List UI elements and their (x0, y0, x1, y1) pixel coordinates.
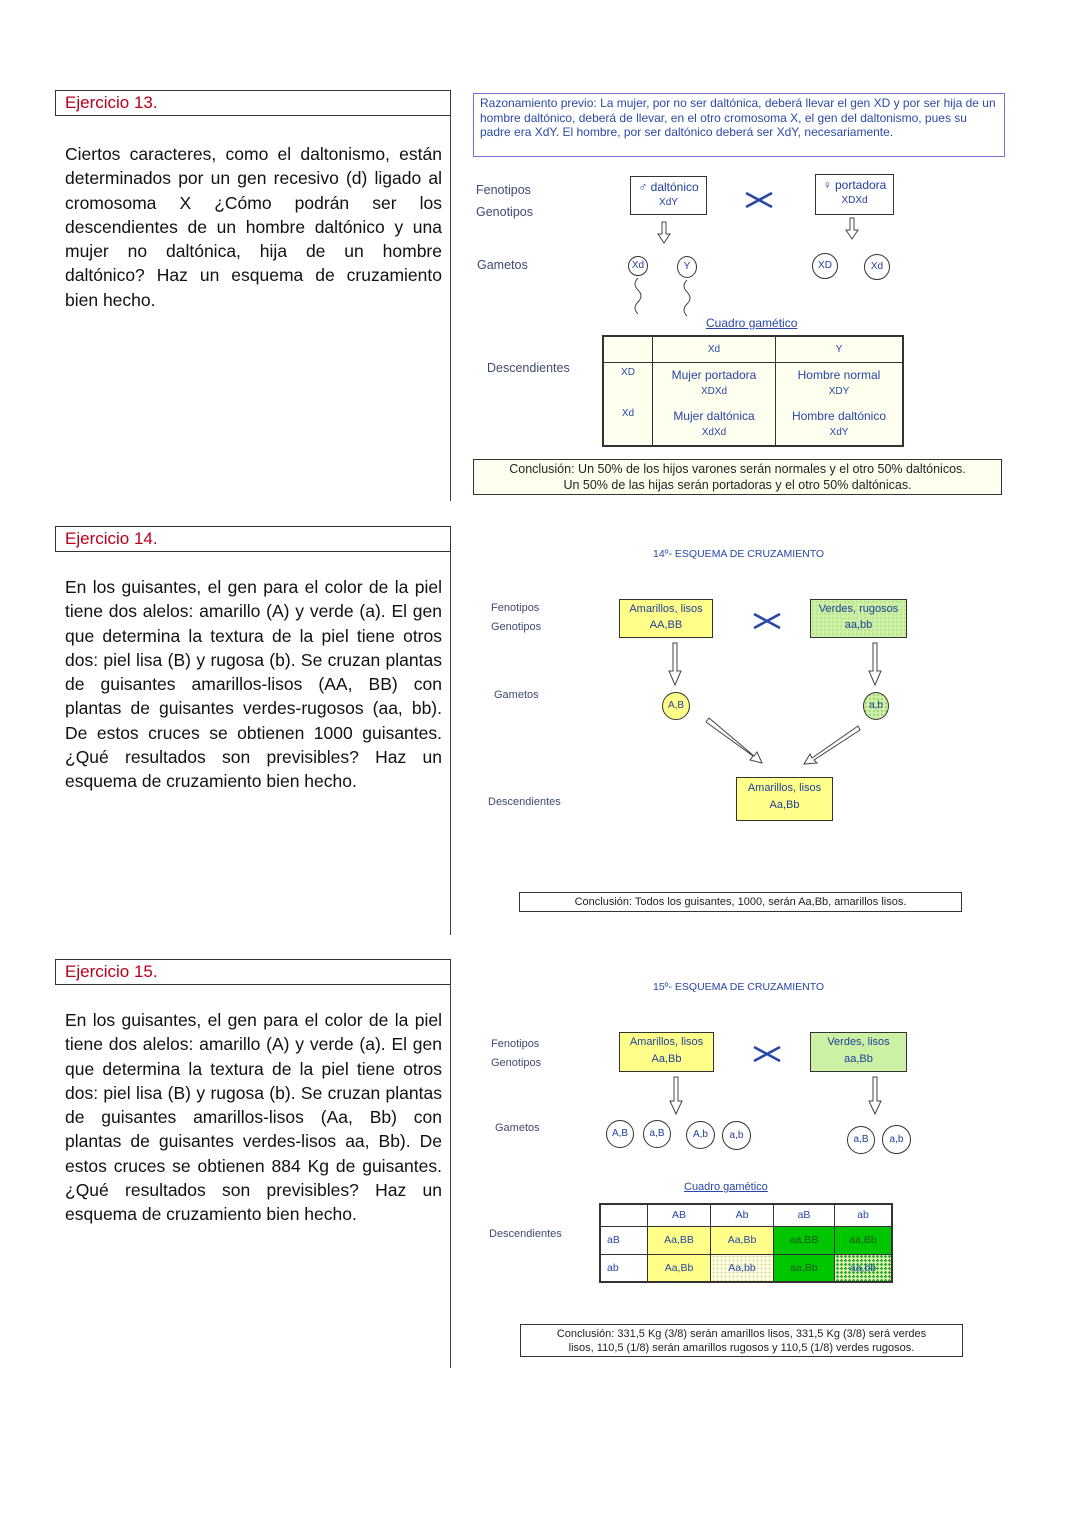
cross-icon (745, 191, 773, 209)
col-header: AB (647, 1204, 711, 1226)
ex15-scheme-title: 15º- ESQUEMA DE CRUZAMIENTO (653, 981, 825, 993)
ex15-gamete: a,B (643, 1120, 671, 1148)
cell: aa,BB (773, 1226, 835, 1254)
cross-icon (753, 612, 781, 630)
row-header: XD (603, 362, 653, 404)
label-fenotipos: Fenotipos (491, 602, 540, 614)
ex15-gamete: a,b (722, 1121, 751, 1150)
ex13-reasoning-box: Razonamiento previo: La mujer, por no se… (473, 93, 1005, 157)
label-genotipos: Genotipos (476, 205, 533, 219)
ex15-conclusion: Conclusión: 331,5 Kg (3/8) serán amarill… (520, 1324, 963, 1357)
ex14-gamete-AB: A,B (662, 692, 690, 720)
label-gametos: Gametos (477, 258, 528, 272)
divider-line (450, 984, 451, 1368)
ex14-question: En los guisantes, el gen para el color d… (65, 577, 442, 792)
cross-icon (753, 1045, 781, 1063)
cell: aa,Bb (834, 1226, 892, 1254)
label-gametos: Gametos (495, 1122, 540, 1134)
ex15-arrows (669, 1076, 882, 1116)
ex13-title: Ejercicio 13. (55, 90, 451, 116)
row-header: aB (600, 1226, 648, 1254)
ex14-offspring: Amarillos, lisos Aa,Bb (736, 777, 833, 821)
ex15-parent-green: Verdes, lisos aa,Bb (810, 1032, 907, 1072)
ex13-conclusion: Conclusión: Un 50% de los hijos varones … (473, 459, 1002, 495)
label-descendientes: Descendientes (489, 1228, 562, 1240)
col-header: Ab (710, 1204, 774, 1226)
label-fenotipos: Fenotipos (476, 183, 531, 197)
label-descendientes: Descendientes (487, 361, 570, 375)
label-fenotipos: Fenotipos (491, 1038, 540, 1050)
ex14-parent-green: Verdes, rugosos aa,bb (810, 599, 907, 638)
cell: Aa,Bb (647, 1254, 711, 1282)
cell: aa,Bb (773, 1254, 835, 1282)
cell: aa,bb (834, 1254, 892, 1282)
gamete-male-y: Y (677, 256, 697, 278)
ex15-question: En los guisantes, el gen para el color d… (65, 1010, 442, 1225)
gamete-male-xd: Xd (628, 256, 648, 276)
ex15-table-title: Cuadro gamético (684, 1181, 768, 1193)
male-phenotype: ♂ daltónico (638, 180, 699, 194)
ex14-gamete-ab: a,b (863, 692, 889, 720)
label-gametos: Gametos (494, 689, 539, 701)
ex13-male-parent: ♂ daltónico XdY (630, 176, 707, 215)
label-descendientes: Descendientes (488, 796, 561, 808)
gamete-female-xD: XD (812, 253, 838, 279)
cell: Aa,Bb (710, 1226, 774, 1254)
row-header: ab (600, 1254, 648, 1282)
col-header: Y (835, 343, 843, 355)
label-genotipos: Genotipos (491, 621, 542, 633)
col-header: aB (773, 1204, 835, 1226)
ex15-gamete: A,B (606, 1120, 634, 1148)
cell: Aa,BB (647, 1226, 711, 1254)
ex15-gamete: a,b (882, 1125, 911, 1154)
ex14-title: Ejercicio 14. (55, 526, 451, 552)
ex15-title: Ejercicio 15. (55, 959, 451, 985)
ex13-table-title: Cuadro gamético (706, 316, 798, 330)
col-header: Xd (652, 336, 776, 362)
divider-line (450, 115, 451, 501)
female-phenotype: ♀ portadora (822, 178, 887, 192)
ex14-parent-yellow: Amarillos, lisos AA,BB (619, 599, 713, 638)
ex15-gamete: a,B (847, 1126, 875, 1154)
col-header: ab (857, 1209, 869, 1222)
ex13-question: Ciertos caracteres, como el daltonismo, … (65, 144, 442, 310)
ex15-gamete: A,b (686, 1121, 715, 1149)
ex15-punnett-table: AB Ab aB ab aB Aa,BB Aa,Bb aa,BB aa,Bb a… (599, 1203, 893, 1283)
ex13-female-parent: ♀ portadora XDXd (815, 174, 894, 215)
female-genotype: XDXd (841, 195, 868, 206)
male-genotype: XdY (659, 197, 678, 208)
ex13-arrows (634, 217, 859, 317)
ex14-arrows (668, 642, 882, 765)
row-header: Xd (603, 404, 653, 446)
label-genotipos: Genotipos (491, 1057, 542, 1069)
ex15-parent-yellow: Amarillos, lisos Aa,Bb (619, 1032, 714, 1072)
ex14-scheme-title: 14º- ESQUEMA DE CRUZAMIENTO (653, 548, 825, 560)
cell: Aa,bb (710, 1254, 774, 1282)
divider-line (450, 551, 451, 935)
ex14-conclusion: Conclusión: Todos los guisantes, 1000, s… (519, 892, 962, 912)
gamete-female-xd: Xd (864, 254, 890, 280)
